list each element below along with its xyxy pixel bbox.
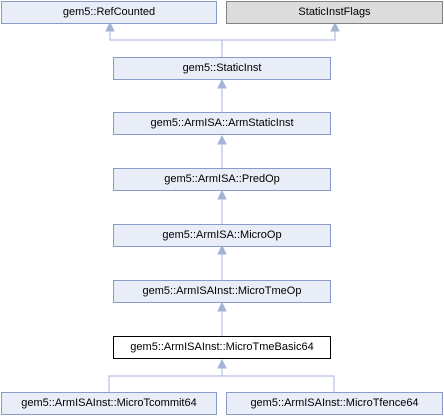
node-microtcommit64[interactable]: gem5::ArmISAInst::MicroTcommit64 xyxy=(1,392,217,415)
node-microtmeop[interactable]: gem5::ArmISAInst::MicroTmeOp xyxy=(113,280,331,303)
edge-microtmebasic64-to-microtmeop xyxy=(217,301,227,336)
node-microop[interactable]: gem5::ArmISA::MicroOp xyxy=(113,224,331,247)
arrowhead-staticinstflags xyxy=(330,21,340,32)
edge-armstaticinst-to-staticinst xyxy=(217,78,227,112)
node-microtfence64[interactable]: gem5::ArmISAInst::MicroTfence64 xyxy=(226,392,443,415)
node-predop[interactable]: gem5::ArmISA::PredOp xyxy=(113,168,331,191)
node-staticinst[interactable]: gem5::StaticInst xyxy=(113,57,331,80)
edge-leaves-to-microtmebasic64 xyxy=(108,358,335,392)
edge-staticinst-to-bases xyxy=(105,21,340,57)
arrowhead-microtmebasic64 xyxy=(217,358,227,369)
edge-microtmeop-to-microop xyxy=(217,244,227,280)
arrowhead-armstaticinst xyxy=(217,134,227,145)
node-microtmebasic64: gem5::ArmISAInst::MicroTmeBasic64 xyxy=(113,336,331,359)
node-staticinstflags[interactable]: StaticInstFlags xyxy=(226,1,443,24)
edge-predop-to-armstaticinst xyxy=(217,134,227,168)
arrowhead-refcounted xyxy=(105,21,115,32)
arrowhead-staticinst xyxy=(217,78,227,89)
node-armstaticinst[interactable]: gem5::ArmISA::ArmStaticInst xyxy=(113,112,331,135)
edge-microop-to-predop xyxy=(217,189,227,224)
arrowhead-predop xyxy=(217,189,227,200)
node-refcounted[interactable]: gem5::RefCounted xyxy=(1,1,217,24)
arrowhead-microop xyxy=(217,244,227,255)
arrowhead-microtmeop xyxy=(217,301,227,312)
